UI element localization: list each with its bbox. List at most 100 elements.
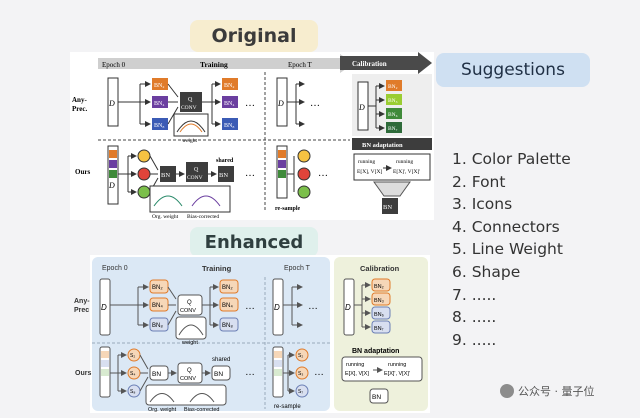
running-exp: E[X], V[X] <box>345 371 369 377</box>
dataset-label: D <box>277 99 284 108</box>
bn-label: BN₇ <box>374 326 384 332</box>
wechat-icon <box>500 384 514 398</box>
scale-label: S₂ <box>298 353 303 359</box>
suggestion-item: 7. ..... <box>452 285 497 304</box>
bn-label: BN₄ <box>152 303 163 309</box>
resample-label: re-sample <box>274 404 301 410</box>
bn-label: BN <box>214 371 223 378</box>
bn-label: BN₂ <box>222 285 233 291</box>
training-label: Training <box>202 264 232 273</box>
row-label-anyprec-2: Prec. <box>72 105 87 113</box>
conv-label: CONV <box>180 308 196 314</box>
suggestions-list: 1. Color Palette 2. Font 3. Icons 4. Con… <box>452 148 571 351</box>
suggestion-item: 9. ..... <box>452 330 497 349</box>
row-label-anyprec: Any- Prec <box>74 297 90 315</box>
ellipsis: … <box>318 168 328 179</box>
suggestion-item: 3. Icons <box>452 195 513 214</box>
bn-block-purple <box>152 96 168 108</box>
cal-bn-block <box>386 94 402 105</box>
running-label: running <box>358 159 375 165</box>
calibration-label: Calibration <box>360 264 400 273</box>
q-label: Q <box>194 167 199 173</box>
bn-label: BN₆ <box>374 312 384 318</box>
bn-label: BN₄ <box>224 101 234 107</box>
suggestion-item: 4. Connectors <box>452 217 560 236</box>
bn-label: BN <box>219 172 228 179</box>
suggestion-item: 5. Line Weight <box>452 240 563 259</box>
watermark: 公众号 · 量子位 <box>500 383 595 399</box>
conv-label: CONV <box>180 376 196 382</box>
original-diagram: Epoch 0 Training Epoch T Calibration Any… <box>72 52 432 220</box>
enhanced-diagram: Epoch 0 Training Epoch T Calibration D B… <box>92 257 428 413</box>
bn-label: BN₃ <box>374 298 384 304</box>
bn-label: BN₆ <box>388 112 398 118</box>
bn-label: BN <box>372 394 381 401</box>
scale-label: S₃ <box>298 371 303 377</box>
dataset-label: D <box>101 303 107 312</box>
calibration-bar <box>340 56 420 70</box>
row-label-line: Prec <box>74 307 90 314</box>
row-label-ours: Ours <box>75 370 92 377</box>
bn-label: BN₃ <box>388 98 398 104</box>
bn-label: BN <box>161 172 170 179</box>
ellipsis: … <box>245 98 255 109</box>
epoch0-label: Epoch 0 <box>102 265 128 272</box>
q-label: Q <box>187 368 192 374</box>
dataset-label: D <box>108 99 115 108</box>
row-label-anyprec: Any- <box>72 96 87 104</box>
dataset-label: D <box>108 181 115 190</box>
dataset-label: D <box>358 103 365 112</box>
ellipsis: … <box>310 98 320 109</box>
q-label: Q <box>188 97 193 103</box>
epochT-label: Epoch T <box>284 265 311 272</box>
scale-label: S₈ <box>130 389 135 395</box>
resample-label: re-sample <box>275 206 301 212</box>
epochT-label: Epoch T <box>288 61 313 69</box>
bn-label: BN₈ <box>224 123 234 129</box>
epoch0-label: Epoch 0 <box>102 61 126 69</box>
bn-block-dark <box>160 166 176 182</box>
running-exp: E[X], V[X] <box>357 169 382 175</box>
row-label-line: Any- <box>74 298 90 305</box>
q-label: Q <box>187 300 192 306</box>
suggestion-item: 1. Color Palette <box>452 150 571 168</box>
conv-label: CONV <box>181 105 197 111</box>
bn-label: BN₈ <box>222 323 233 329</box>
bn-label: BN <box>383 204 392 211</box>
scale-node <box>137 167 151 181</box>
bn-label: BN₂ <box>152 285 163 291</box>
bn-block-blue <box>152 118 168 130</box>
bn-adaptation-label: BN adaptation <box>362 142 403 149</box>
scale-node <box>137 149 151 163</box>
qconv-block <box>180 92 202 112</box>
enhanced-diagram-card: Epoch 0 Training Epoch T Calibration D B… <box>90 255 430 413</box>
running-exp: E[X]', V[X]' <box>384 371 410 377</box>
suggestion-item: 2. Font <box>452 172 506 191</box>
bn-label: BN₂ <box>224 83 234 89</box>
row-label-ours: Ours <box>75 168 90 176</box>
scale-label: S₇ <box>298 389 303 395</box>
bn-block-orange <box>152 78 168 90</box>
bn-label: BN <box>152 371 161 378</box>
ellipsis: … <box>245 301 255 312</box>
bn-adaptation-bar <box>352 138 432 150</box>
dataset-label: D <box>345 303 351 312</box>
enhanced-label: Enhanced <box>190 227 318 257</box>
bias-corrected-label: Bias-corrected <box>187 214 219 220</box>
original-diagram-card: Epoch 0 Training Epoch T Calibration Any… <box>70 52 434 220</box>
calibration-label: Calibration <box>352 60 387 68</box>
running-exp: E[X]', V[X]' <box>393 169 420 175</box>
bn-label: BN₇ <box>388 126 398 132</box>
scale-label: S₂ <box>130 353 135 359</box>
watermark-text: 公众号 · 量子位 <box>518 385 595 398</box>
running-label: running <box>396 159 413 165</box>
running-label: running <box>346 362 364 368</box>
bn-adaptation-label: BN adaptation <box>352 348 399 355</box>
scale-label: S₄ <box>130 371 135 377</box>
running-label: running <box>388 362 406 368</box>
dataset-label: D <box>274 303 280 312</box>
bn-label: BN₂ <box>388 84 398 90</box>
ellipsis: … <box>245 168 255 179</box>
shared-label: shared <box>212 357 230 363</box>
cal-bn-block <box>386 122 402 133</box>
